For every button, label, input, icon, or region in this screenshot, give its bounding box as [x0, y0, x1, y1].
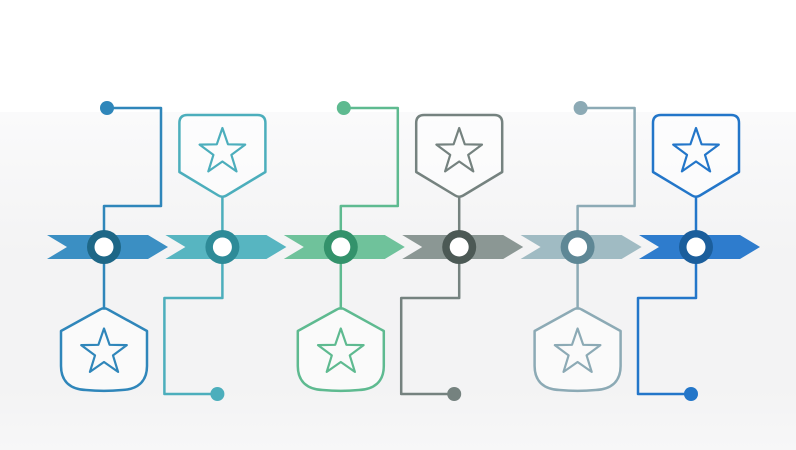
shield-badge-shape — [651, 113, 741, 198]
connector-end-dot — [573, 101, 588, 115]
star-icon — [553, 327, 602, 373]
connector-end-dot — [447, 387, 462, 401]
timeline-item-2 — [163, 113, 287, 401]
elbow-connector-line — [339, 106, 400, 247]
milestone-circle-center — [212, 237, 232, 257]
star-icon — [672, 126, 720, 173]
timeline-item-1 — [47, 101, 168, 393]
connector-end-dot — [100, 101, 114, 115]
elbow-connector-line — [576, 106, 636, 247]
elbow-connector-line — [399, 247, 461, 396]
shield-badge-shape — [296, 307, 386, 393]
shield-badge-shape — [178, 113, 267, 198]
elbow-connector-line — [636, 247, 698, 396]
milestone-circle-center — [94, 237, 114, 257]
connector-end-dot — [684, 387, 698, 401]
elbow-connector-line — [102, 106, 163, 247]
star-icon — [80, 327, 128, 373]
shield-badge-shape — [414, 113, 504, 198]
shield-badge-shape — [533, 307, 622, 393]
timeline-item-3 — [283, 101, 405, 393]
milestone-circle-center — [686, 237, 706, 257]
elbow-connector-line — [163, 247, 224, 396]
star-icon — [435, 126, 484, 173]
connector-end-dot — [210, 387, 225, 401]
milestone-circle-center — [449, 237, 469, 257]
milestone-circle-center — [568, 237, 588, 257]
timeline-item-5 — [520, 101, 642, 393]
shield-badge-shape — [59, 307, 149, 393]
timeline-item-6 — [636, 113, 760, 401]
star-icon — [316, 327, 365, 373]
connector-end-dot — [336, 101, 351, 115]
timeline-item-4 — [399, 113, 524, 401]
milestone-circle-center — [331, 237, 351, 257]
star-icon — [198, 126, 247, 173]
